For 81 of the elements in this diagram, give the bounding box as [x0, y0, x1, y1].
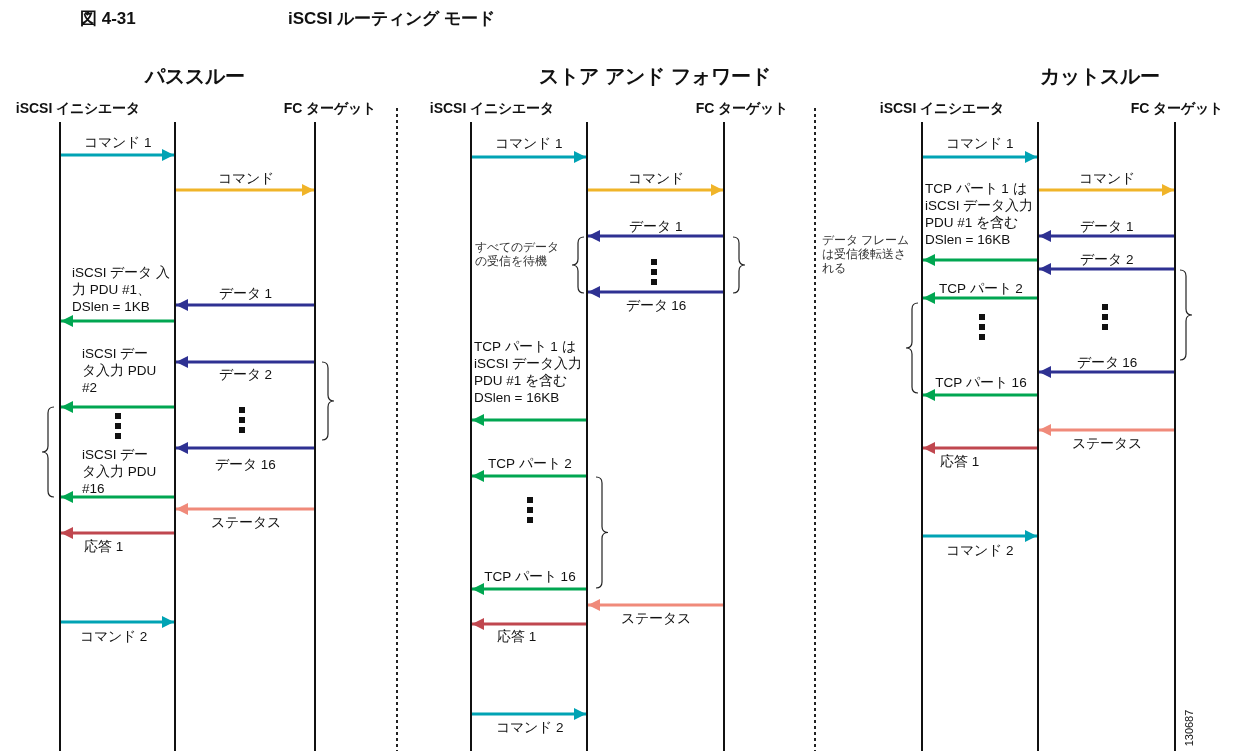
edge-label: ステータス: [620, 610, 692, 627]
edge-label: 応答 1: [84, 538, 125, 555]
arrow: [1039, 424, 1174, 436]
arrow: [61, 491, 174, 503]
arrow: [923, 530, 1037, 542]
lifeline-header: FC ターゲット: [283, 100, 377, 118]
arrow: [1039, 263, 1174, 275]
lifeline: [174, 122, 176, 751]
arrow: [923, 442, 1037, 454]
edge-label: データ 1: [217, 285, 274, 302]
note-text: すべてのデータの受信を待機: [475, 240, 560, 268]
edge-label: コマンド: [627, 170, 685, 187]
edge-label: TCP パート 1 は iSCSI データ入力 PDU #1 を含む DSlen = 16KB: [474, 338, 584, 406]
arrow: [588, 184, 723, 196]
edge-label: コマンド: [1078, 170, 1136, 187]
edge-label: データ 2: [217, 366, 274, 383]
edge-label: 応答 1: [497, 628, 538, 645]
lifeline-header: iSCSI イニシエータ: [879, 100, 1005, 118]
arrow: [588, 599, 723, 611]
edge-label: コマンド 2: [945, 542, 1015, 559]
edge-label: iSCSI データ入力 PDU #2: [82, 345, 158, 396]
edge-label: データ 16: [1075, 354, 1139, 371]
figure-title: iSCSI ルーティング モード: [288, 8, 495, 30]
arrow: [923, 292, 1037, 304]
arrow: [472, 151, 586, 163]
arrow: [61, 315, 174, 327]
arrow: [1039, 230, 1174, 242]
edge-label: 応答 1: [940, 453, 981, 470]
arrow: [61, 616, 174, 628]
edge-label: ステータス: [1071, 435, 1143, 452]
arrow: [923, 254, 1037, 266]
panel-title: カットスルー: [1040, 64, 1160, 89]
panel-title: パススルー: [145, 64, 245, 89]
edge-label: コマンド 1: [494, 135, 564, 152]
edge-label: コマンド 1: [83, 134, 153, 151]
edge-label: コマンド: [216, 170, 275, 187]
arrow: [588, 230, 723, 242]
edge-label: データ 2: [1079, 251, 1135, 268]
arrow: [1039, 184, 1174, 196]
arrow: [923, 151, 1037, 163]
lifeline-header: FC ターゲット: [695, 100, 789, 118]
edge-label: TCP パート 16: [934, 374, 1028, 391]
arrow: [176, 299, 314, 311]
edge-label: コマンド 2: [80, 628, 149, 645]
edge-label: iSCSI データ 入力 PDU #1、 DSlen = 1KB: [72, 264, 171, 315]
arrow: [176, 503, 314, 515]
lifeline: [1037, 122, 1039, 751]
arrow: [176, 356, 314, 368]
arrow: [176, 184, 314, 196]
edge-label: ステータス: [209, 514, 282, 531]
lifeline-header: iSCSI イニシエータ: [429, 100, 555, 118]
edge-label: データ 1: [1079, 218, 1135, 235]
arrow: [61, 527, 174, 539]
arrow: [472, 708, 586, 720]
edge-label: コマンド 2: [495, 719, 565, 736]
edge-label: データ 16: [214, 456, 277, 473]
arrow: [1039, 366, 1174, 378]
edge-label: コマンド 1: [945, 135, 1015, 152]
edge-label: iSCSI データ入力 PDU #16: [82, 446, 158, 497]
note-text: データ フレームは受信後転送される: [822, 233, 911, 275]
arrow: [61, 401, 174, 413]
arrow: [472, 583, 586, 595]
lifeline: [586, 122, 588, 751]
panel-title: ストア アンド フォワード: [539, 64, 771, 89]
edge-label: データ 16: [624, 297, 688, 314]
edge-label: TCP パート 2: [938, 280, 1024, 297]
edge-label: TCP パート 2: [487, 455, 573, 472]
edge-label: データ 1: [628, 218, 684, 235]
arrow: [472, 470, 586, 482]
arrow: [923, 389, 1037, 401]
figure-id: 130687: [1183, 709, 1196, 747]
arrow: [61, 149, 174, 161]
edge-label: TCP パート 1 は iSCSI データ入力 PDU #1 を含む DSlen = 16KB: [925, 180, 1035, 248]
arrow: [472, 618, 586, 630]
lifeline-header: iSCSI イニシエータ: [15, 100, 141, 118]
figure-number: 図 4-31: [80, 8, 136, 30]
lifeline-header: FC ターゲット: [1130, 100, 1224, 118]
arrow: [588, 286, 723, 298]
arrow: [472, 414, 586, 426]
arrow: [176, 442, 314, 454]
edge-label: TCP パート 16: [483, 568, 577, 585]
